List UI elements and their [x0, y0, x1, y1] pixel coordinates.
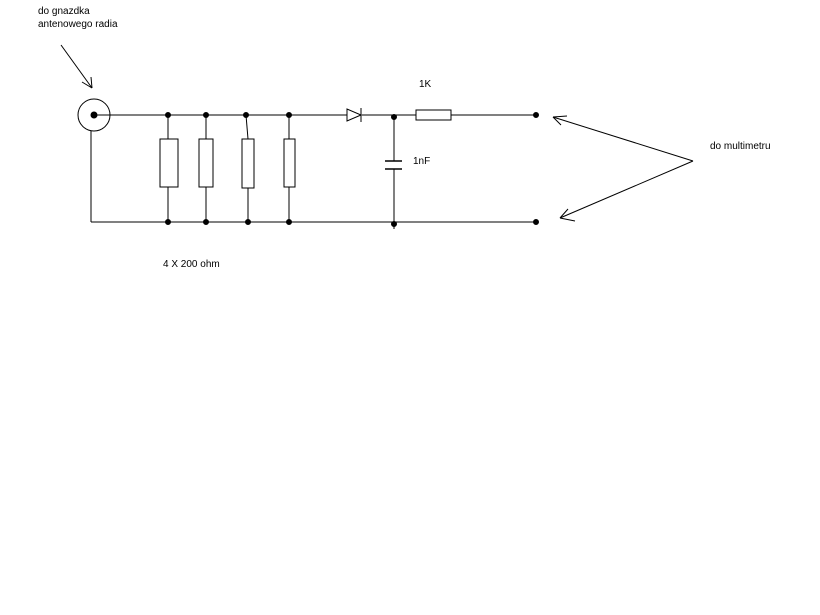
terminal-bottom — [533, 219, 539, 225]
junctions — [165, 112, 397, 227]
antenna-label-line1: do gnazdka — [38, 6, 90, 17]
resistor-1 — [159, 138, 179, 188]
output-terminals — [533, 112, 539, 225]
capacitor-label: 1nF — [413, 156, 431, 167]
resistor-bank — [159, 138, 296, 189]
wires — [90, 114, 536, 229]
resistor-2 — [198, 138, 214, 188]
resistor-bank-label: 4 X 200 ohm — [163, 259, 220, 270]
resistor-1k-label: 1K — [419, 79, 432, 90]
terminal-top — [533, 112, 539, 118]
diode — [346, 108, 363, 122]
multimeter-arrows — [552, 115, 694, 222]
antenna-arrow — [60, 44, 93, 89]
multimeter-label: do multimetru — [710, 141, 771, 152]
resistor-1k — [415, 109, 452, 121]
capacitor — [385, 160, 402, 170]
antenna-label-line2: antenowego radia — [38, 19, 118, 30]
resistor-4 — [283, 138, 296, 188]
resistor-3 — [241, 138, 255, 189]
